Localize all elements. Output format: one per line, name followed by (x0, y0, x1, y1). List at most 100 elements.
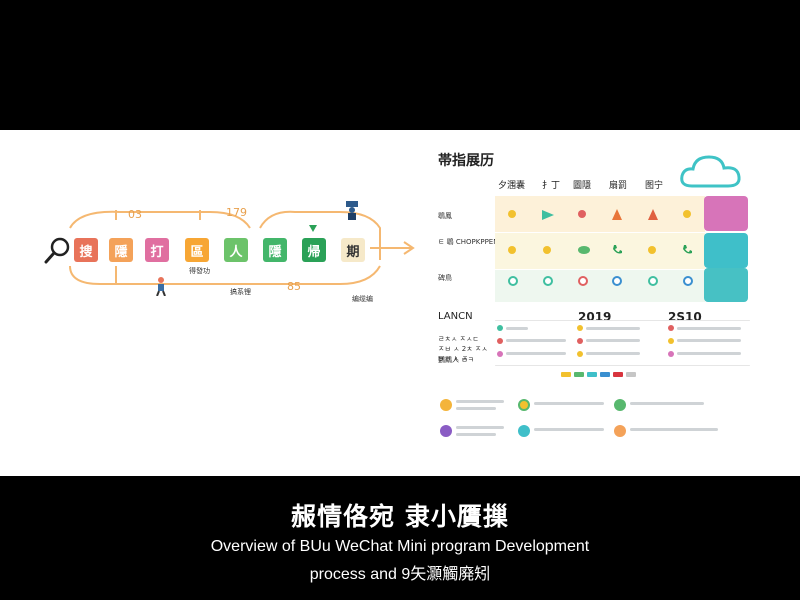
circle-icon (508, 276, 518, 286)
legend-text (456, 407, 496, 410)
table-row-2-highlight (704, 233, 748, 268)
timeline-text (506, 327, 528, 330)
legend-icon (518, 425, 530, 437)
swatch (613, 372, 623, 377)
legend-icon (440, 425, 452, 437)
flow-step-4: 區 (185, 238, 209, 262)
bullet-icon (497, 351, 503, 357)
flow-step-6-label: 隱 (268, 244, 282, 260)
timeline-year-2: 2S10 (668, 310, 702, 324)
table-row-1-highlight (704, 196, 748, 231)
table-row-3-highlight (704, 268, 748, 302)
legend-icon (518, 399, 530, 411)
bullet-icon (668, 338, 674, 344)
table-row-1-band (495, 196, 705, 232)
legend-text (534, 428, 604, 431)
flow-label-bottom-right: 编缆编 (352, 295, 373, 303)
flow-step-1: 搜 (74, 238, 98, 262)
timeline-row-label: LANCN (438, 311, 473, 322)
flow-step-5-label: 人 (229, 244, 243, 260)
timeline-footer-label: 鸚鵡人 ㅁㅋ (438, 356, 475, 364)
flow-label-under-step: 得發功 (189, 267, 210, 275)
timeline-text (586, 327, 640, 330)
table-row-1-label: 鶡鳳 (438, 212, 452, 220)
flow-step-4-label: 區 (190, 244, 204, 260)
circle-icon (578, 276, 588, 286)
swatch (626, 372, 636, 377)
bullet-icon (577, 351, 583, 357)
legend-text (456, 433, 496, 436)
timeline-year-1: 2019 (578, 310, 612, 324)
flag-icon (542, 210, 554, 220)
bottom-letterbox (0, 476, 800, 600)
bulb-icon (648, 246, 656, 254)
bullet-icon (668, 351, 674, 357)
table-title: 帯指展历 (438, 153, 494, 169)
circle-icon (648, 276, 658, 286)
top-letterbox (0, 0, 800, 130)
bulb-icon (683, 210, 691, 218)
flow-label-top-left: 03 (128, 208, 142, 221)
flow-step-8: 期 (341, 238, 365, 262)
timeline-band (495, 320, 750, 321)
swatch (600, 372, 610, 377)
flow-step-2: 隱 (109, 238, 133, 262)
leaf-icon (578, 246, 590, 254)
legend-icon (440, 399, 452, 411)
swatch (561, 372, 571, 377)
subtitle-title: 赧情佫宛 隶小贋摷 (291, 502, 509, 531)
phone-icon (613, 245, 622, 254)
person-icon (346, 201, 358, 220)
timeline-text (586, 339, 640, 342)
flow-step-5: 人 (224, 238, 248, 262)
flow-loop (69, 210, 415, 285)
cone-icon (648, 209, 658, 220)
timeline-text (506, 339, 566, 342)
bullet-icon (577, 338, 583, 344)
legend-text (534, 402, 604, 405)
table-row-3-label: 碑鳥 (438, 274, 452, 282)
flow-step-7: 帰 (302, 238, 326, 262)
table-col-4: 扇罰 (609, 181, 628, 191)
cone-icon (612, 209, 622, 220)
table-col-1: 夕涠囊 (498, 181, 526, 191)
flow-label-bottom-mid: 85 (287, 280, 301, 293)
timeline-text (506, 352, 566, 355)
bulb-icon (543, 246, 551, 254)
timeline-side-line-1: ㄹㅊㅅ ㅈㅅㄷ (438, 335, 479, 343)
flow-label-bottom-center: 搞系锂 (230, 288, 251, 296)
table-row-2-label: ㅌ 鶡 CHOPKPPENT (438, 238, 503, 246)
timeline-side-line-3: ㅂㅂ ㅅ ㅈ (438, 355, 469, 363)
person-icon (156, 277, 166, 296)
timeline-text (586, 352, 640, 355)
timeline-text (677, 327, 741, 330)
slide-canvas: 搜 隱 打 區 人 隱 帰 期 03 179 85 得發功 搞系锂 编缆编 帯指… (0, 130, 800, 476)
legend-icon (614, 425, 626, 437)
flow-label-top-mid: 179 (226, 206, 247, 219)
bulb-icon (508, 210, 516, 218)
table-col-3: 圖隱 (573, 181, 592, 191)
flow-step-1-label: 搜 (79, 244, 93, 260)
bullet-icon (577, 325, 583, 331)
subtitle-line-2: process and 9矢灝觸廃矧 (309, 566, 491, 583)
cloud-icon (680, 155, 741, 188)
legend-text (630, 428, 718, 431)
flow-step-6: 隱 (263, 238, 287, 262)
circle-icon (612, 276, 622, 286)
bulb-icon (578, 210, 586, 218)
legend-text (630, 402, 704, 405)
magnifier-icon (44, 237, 70, 264)
swatch (587, 372, 597, 377)
swatch (574, 372, 584, 377)
flow-step-3-label: 打 (150, 244, 164, 260)
timeline-side-line-2: ㅈㅂ ㅅ 2ㅊ ㅈㅅ (438, 345, 488, 353)
timeline-text (677, 339, 741, 342)
table-col-5: 图宁 (645, 181, 664, 191)
bulb-icon (508, 246, 516, 254)
circle-icon (683, 276, 693, 286)
table-row-2-band (495, 233, 705, 269)
legend-icon (614, 399, 626, 411)
table-row-3-band (495, 270, 705, 302)
pin-icon (309, 225, 317, 232)
timeline-divider (495, 365, 750, 366)
